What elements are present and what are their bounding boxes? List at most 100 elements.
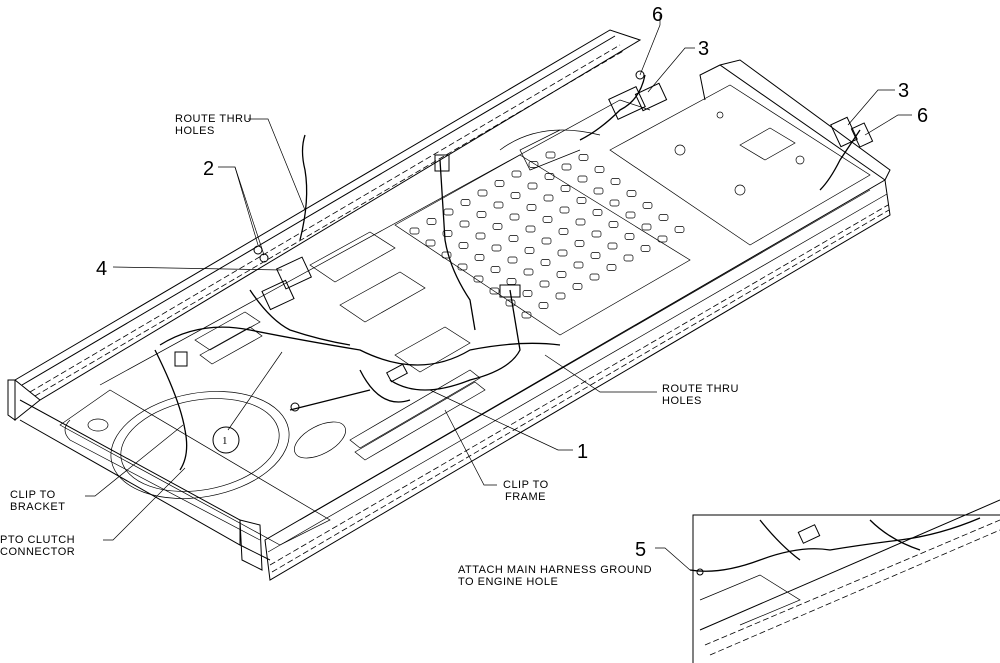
plate-hole — [538, 302, 549, 309]
plate-hole — [544, 173, 555, 180]
plate-hole — [425, 239, 436, 247]
plate-hole — [494, 180, 505, 187]
attach-ground-line2: TO ENGINE HOLE — [458, 576, 558, 588]
plate-hole — [475, 232, 486, 240]
plate-hole — [558, 228, 569, 235]
plate-hole — [658, 214, 669, 221]
plate-hole — [521, 311, 532, 319]
plate-hole — [590, 252, 601, 259]
plate-hole — [575, 218, 586, 226]
pto-clutch-connector-line2: CONNECTOR — [0, 546, 75, 558]
plate-hole — [608, 221, 619, 228]
plate-hole — [527, 182, 538, 190]
plate-hole — [561, 163, 572, 171]
plate-hole — [458, 242, 469, 249]
plate-hole — [606, 264, 617, 271]
plate-hole — [524, 247, 535, 254]
clip-to-bracket-line2: BRACKET — [10, 501, 65, 513]
plate-hole — [594, 166, 605, 173]
attach-ground-line1: ATTACH MAIN HARNESS GROUND — [458, 564, 652, 576]
plate-hole — [545, 151, 556, 159]
plate-hole — [574, 240, 585, 247]
plate-hole — [543, 194, 554, 202]
plate-hole — [624, 233, 635, 240]
plate-hole — [509, 213, 520, 221]
plate-hole — [657, 235, 668, 243]
route-thru-holes-right-line2: HOLES — [662, 395, 702, 407]
plate-hole — [674, 226, 685, 233]
plate-hole — [523, 268, 534, 276]
leader-lines — [85, 15, 912, 571]
route-thru-holes-top-line2: HOLES — [175, 125, 215, 137]
plate-hole — [573, 261, 584, 269]
clip-to-bracket-line1: CLIP TO — [10, 489, 56, 501]
wiring-harness — [154, 70, 874, 471]
plate-hole — [539, 280, 550, 288]
plate-hole — [641, 223, 652, 231]
plate-hole — [457, 263, 468, 271]
plate-hole — [477, 189, 488, 197]
clip-to-frame-line1: CLIP TO — [503, 479, 549, 491]
plate-hole — [607, 242, 618, 250]
plate-hole — [578, 154, 589, 161]
plate-hole — [473, 275, 484, 283]
plate-hole — [441, 251, 452, 259]
plate-hole — [559, 206, 570, 214]
item-number-1: 1 — [577, 441, 588, 463]
item-number-5: 5 — [635, 539, 646, 561]
plate-hole — [460, 199, 471, 206]
plate-hole — [409, 227, 420, 235]
plate-hole — [476, 211, 487, 218]
plate-hole — [525, 225, 536, 233]
plate-hole — [556, 271, 567, 278]
plate-hole — [493, 201, 504, 209]
plate-hole — [626, 190, 637, 197]
item-number-3-top: 3 — [698, 38, 709, 60]
clip-to-frame-line2: FRAME — [505, 491, 546, 503]
plate-hole — [426, 218, 437, 225]
item-number-2: 2 — [203, 158, 214, 180]
plate-hole — [577, 175, 588, 183]
plate-hole — [542, 216, 553, 223]
detail-inset — [689, 499, 1000, 663]
plate-hole — [443, 208, 454, 216]
frame-outline — [7, 29, 891, 581]
plate-hole — [522, 290, 533, 297]
item-number-4: 4 — [96, 258, 107, 280]
plate-hole — [625, 211, 636, 219]
rear-panel — [499, 84, 871, 246]
plate-hole — [489, 287, 500, 295]
plate-hole — [572, 283, 583, 290]
plate-hole — [610, 178, 621, 185]
route-thru-holes-right-line1: ROUTE THRU — [662, 383, 739, 395]
plate-hole — [491, 244, 502, 252]
item-number-3-right: 3 — [898, 80, 909, 102]
plate-hole — [623, 254, 634, 262]
plate-hole — [511, 170, 522, 178]
plate-hole — [508, 235, 519, 242]
plate-hole — [505, 299, 516, 307]
pulley-opening — [87, 391, 346, 499]
plate-hole — [642, 202, 653, 209]
plate-hole — [560, 185, 571, 192]
circle-callout-number: 1 — [222, 435, 228, 447]
route-thru-holes-top-line1: ROUTE THRU — [175, 113, 252, 125]
plate-hole — [442, 230, 453, 237]
plate-hole — [592, 209, 603, 216]
plate-hole — [541, 237, 552, 245]
plate-hole — [459, 220, 470, 228]
plate-hole — [589, 273, 600, 281]
item-number-6-right: 6 — [917, 105, 928, 127]
plate-hole — [609, 199, 620, 207]
plate-hole — [576, 197, 587, 204]
plate-hole — [506, 278, 517, 285]
plate-hole — [555, 292, 566, 300]
plate-hole — [507, 256, 518, 264]
plate-hole — [474, 254, 485, 261]
pto-clutch-connector-line1: PTO CLUTCH — [0, 534, 75, 546]
plate-hole — [492, 223, 503, 230]
plate-hole — [526, 204, 537, 211]
perforated-plate — [394, 151, 691, 336]
